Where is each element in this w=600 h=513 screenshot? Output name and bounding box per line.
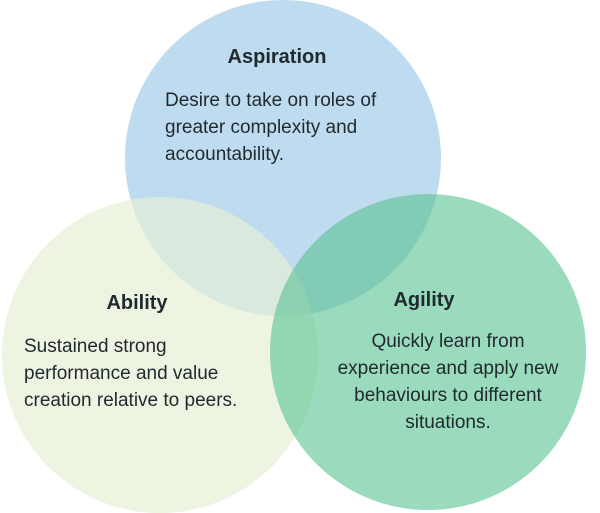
ability-desc-line: performance and value bbox=[24, 363, 218, 384]
agility-desc-line: Quickly learn from bbox=[371, 331, 524, 352]
ability-desc-line: Sustained strong bbox=[24, 336, 167, 357]
agility-desc-line: experience and apply new bbox=[338, 358, 559, 379]
ability-desc-line: creation relative to peers. bbox=[24, 390, 237, 411]
agility-desc-line: situations. bbox=[405, 412, 491, 433]
ability-circle bbox=[2, 197, 318, 513]
aspiration-title: Aspiration bbox=[228, 46, 327, 68]
aspiration-desc-line: Desire to take on roles of bbox=[165, 90, 377, 111]
aspiration-desc-line: accountability. bbox=[165, 144, 284, 165]
agility-desc-line: behaviours to different bbox=[354, 385, 542, 406]
aspiration-desc-line: greater complexity and bbox=[165, 117, 357, 138]
agility-title: Agility bbox=[393, 289, 455, 311]
ability-title: Ability bbox=[106, 292, 168, 314]
agility-circle bbox=[270, 194, 586, 510]
